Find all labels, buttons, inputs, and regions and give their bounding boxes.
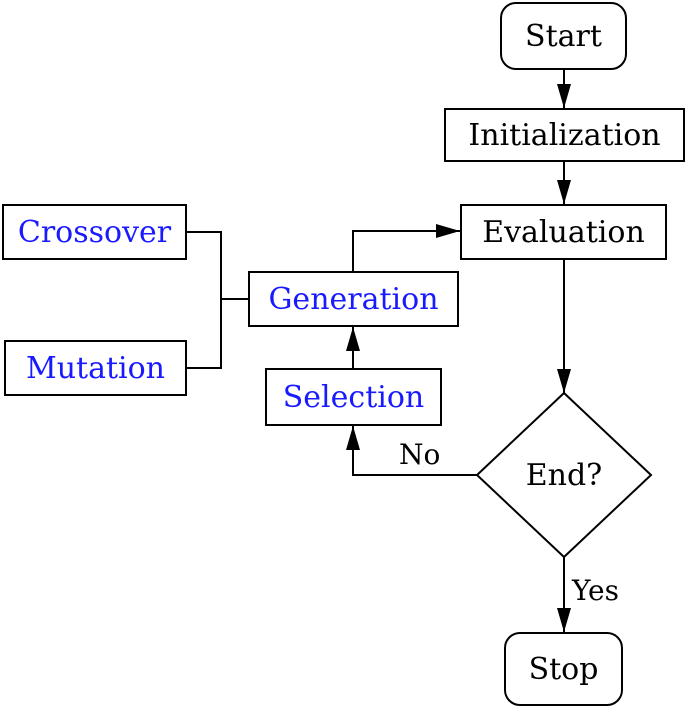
start-node: Start	[500, 2, 627, 70]
evaluation-node: Evaluation	[460, 204, 667, 260]
arrow-generation-to-eval	[352, 224, 460, 271]
stop-label: Stop	[528, 651, 599, 687]
stop-node: Stop	[504, 632, 623, 706]
mutation-node: Mutation	[4, 340, 187, 396]
decision-label: End?	[525, 457, 603, 493]
start-label: Start	[525, 18, 602, 54]
crossover-label: Crossover	[17, 214, 172, 250]
line-crossover-join	[187, 231, 222, 369]
initialization-label: Initialization	[468, 117, 661, 153]
arrow-decision-to-selection	[346, 426, 477, 476]
yes-edge-label: Yes	[572, 574, 619, 607]
generation-label: Generation	[268, 281, 439, 317]
no-edge-label: No	[399, 438, 441, 471]
generation-node: Generation	[248, 271, 459, 327]
mutation-label: Mutation	[25, 350, 165, 386]
evaluation-label: Evaluation	[482, 214, 645, 250]
initialization-node: Initialization	[444, 108, 685, 162]
selection-node: Selection	[265, 368, 442, 426]
selection-label: Selection	[282, 379, 425, 415]
crossover-node: Crossover	[2, 204, 187, 260]
decision-diamond	[475, 391, 653, 559]
